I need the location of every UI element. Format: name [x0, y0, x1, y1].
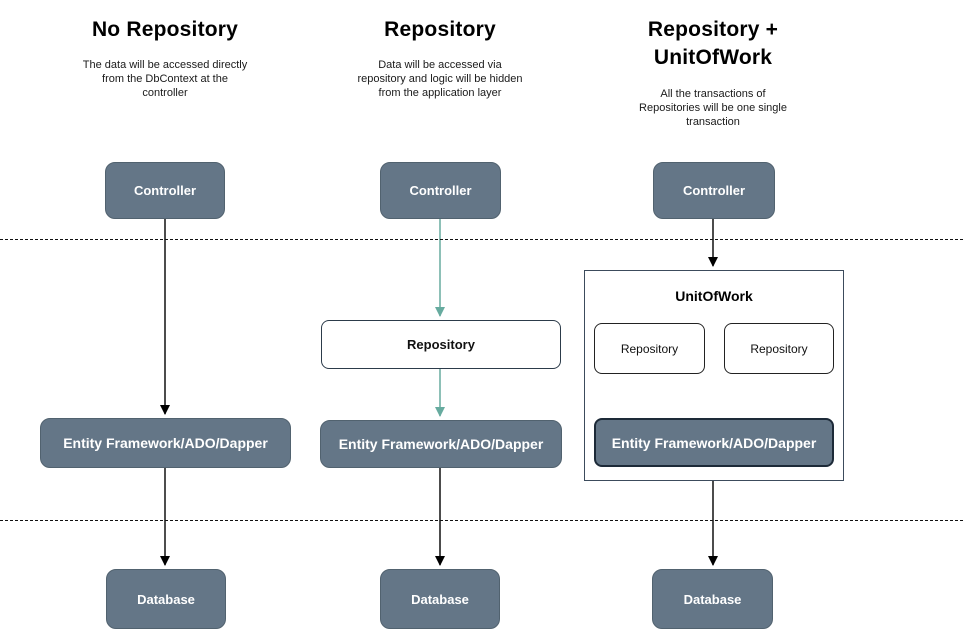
column-desc-repository: Data will be accessed via repository and… [330, 58, 550, 100]
database-node-col2: Database [380, 569, 500, 629]
entity-framework-node-col1: Entity Framework/ADO/Dapper [40, 418, 291, 468]
title-line: Repository + [647, 18, 779, 41]
unitofwork-label: UnitOfWork [675, 288, 753, 304]
title-line: No Repository [91, 18, 239, 41]
controller-node-col1: Controller [105, 162, 225, 219]
description-line: All the transactions of [660, 88, 766, 100]
title-line: Repository [384, 18, 496, 41]
column-title-repository-unitofwork: Repository + UnitOfWork [583, 16, 843, 72]
description-line: Data will be accessed via [378, 59, 502, 71]
unitofwork-repository-right: Repository [724, 323, 834, 374]
column-title-repository: Repository [310, 16, 570, 44]
description-line: from the application layer [378, 87, 502, 99]
description-line: The data will be accessed directly [82, 59, 248, 71]
description-line: from the DbContext at the [102, 73, 228, 85]
controller-node-col3: Controller [653, 162, 775, 219]
description-line: repository and logic will be hidden [357, 73, 523, 85]
repository-node-col2: Repository [321, 320, 561, 369]
description-line: Repositories will be one single [639, 102, 787, 114]
description-line: controller [142, 87, 188, 99]
database-node-col3: Database [652, 569, 773, 629]
description-line: transaction [686, 116, 740, 128]
entity-framework-node-col2: Entity Framework/ADO/Dapper [320, 420, 562, 468]
entity-framework-node-col3: Entity Framework/ADO/Dapper [594, 418, 834, 467]
column-desc-repository-unitofwork: All the transactions of Repositories wil… [603, 87, 823, 129]
controller-node-col2: Controller [380, 162, 501, 219]
database-node-col1: Database [106, 569, 226, 629]
column-title-no-repository: No Repository [35, 16, 295, 44]
dashed-separator-bottom [0, 520, 963, 521]
title-line: UnitOfWork [653, 46, 773, 69]
column-desc-no-repository: The data will be accessed directly from … [55, 58, 275, 100]
unitofwork-repository-left: Repository [594, 323, 705, 374]
dashed-separator-top [0, 239, 963, 240]
